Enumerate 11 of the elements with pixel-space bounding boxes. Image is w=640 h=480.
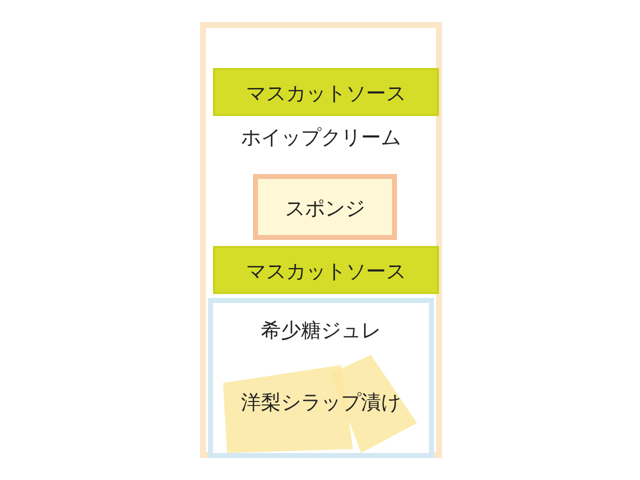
layer-label: ホイップクリーム: [240, 124, 402, 151]
sponge-layer: [253, 174, 397, 240]
sauce-layer: [213, 68, 439, 116]
jelly-layer: [208, 298, 434, 458]
layer-label: 洋梨シラップ漬け: [240, 389, 402, 416]
cake-cross-section: [200, 22, 442, 458]
sauce-layer: [213, 246, 439, 294]
layer-label: 希少糖ジュレ: [260, 317, 382, 344]
layer-label: マスカットソース: [245, 80, 407, 107]
layer-label: マスカットソース: [245, 258, 407, 285]
layer-label: スポンジ: [284, 195, 366, 222]
